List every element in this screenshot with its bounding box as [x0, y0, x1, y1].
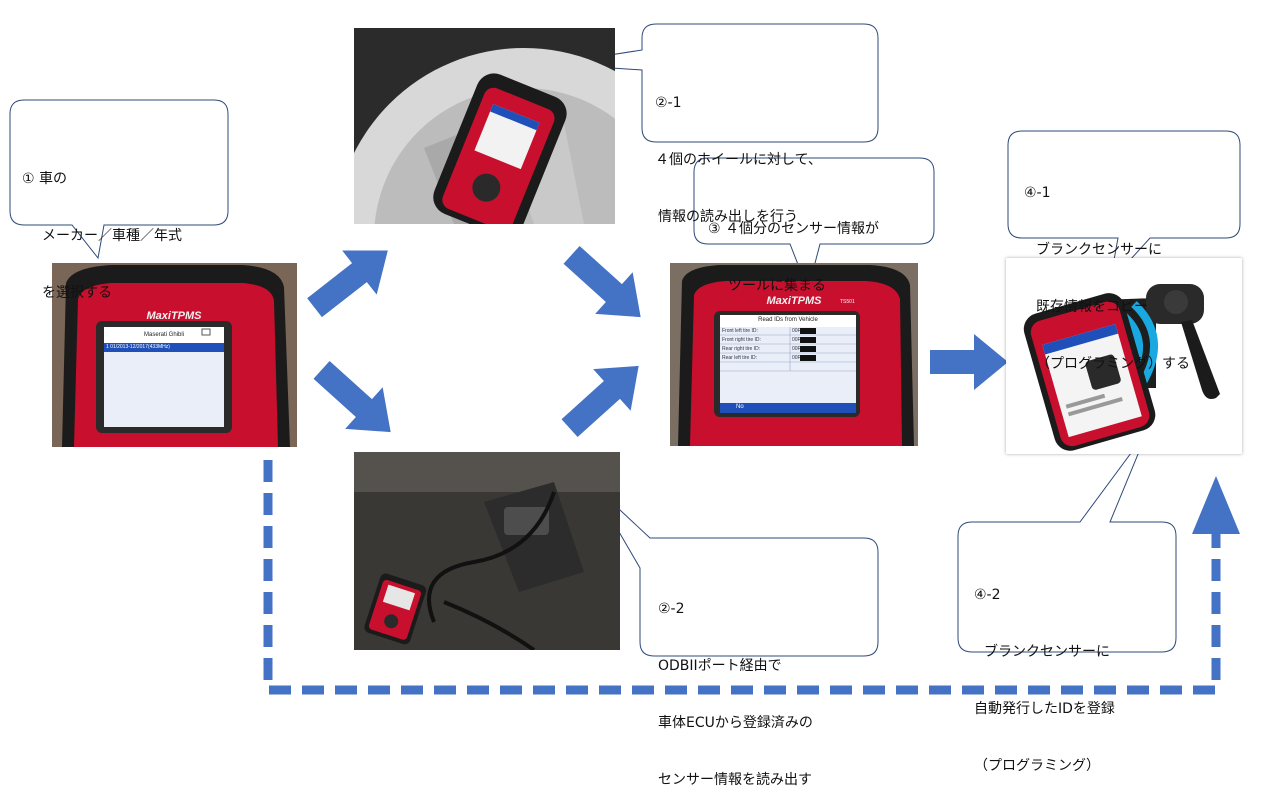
- arrow-icon: [930, 334, 1008, 390]
- step2-1-line: 情報の読み出しを行う: [658, 209, 798, 225]
- step4-1-number: ④-1: [1024, 185, 1051, 201]
- read-screen-row: Rear right tire ID:: [722, 346, 761, 352]
- step2-2-number: ②-2: [658, 601, 685, 617]
- step2-1-number: ②-1: [655, 95, 682, 111]
- step4-1-line: 既存情報をコピー: [1036, 299, 1148, 315]
- step3-number: ③: [708, 221, 721, 237]
- step3-line: ツールに集まる: [728, 278, 826, 294]
- photo-tool-at-wheel: [354, 28, 615, 224]
- photo-tool-sensor-ids: MaxiTPMS TS501 Read IDs from Vehicle Fro…: [670, 263, 918, 446]
- dashed-flow-line: [263, 460, 1221, 695]
- step2-2-line: ODBIIポート経由で: [658, 658, 782, 674]
- arrow-icon: [563, 245, 641, 318]
- step1-number: ①: [22, 171, 35, 187]
- arrow-icon: [561, 365, 639, 438]
- step4-2-line: 自動発行したIDを登録: [974, 701, 1115, 717]
- step1-label: ① 車の メーカー／車種／年式 を選択する: [22, 132, 182, 322]
- step1-line: 車の: [39, 171, 68, 187]
- photo-tool-vehicle-select: MaxiTPMS Maserati Ghibli 1 01/2013-12/20…: [52, 263, 297, 447]
- step4-1-line: （プログラミング）する: [1036, 356, 1190, 372]
- device-brand-label: MaxiTPMS: [766, 295, 822, 307]
- read-screen-value: 00F: [792, 346, 801, 352]
- read-screen-footer: No: [736, 404, 744, 410]
- step2-1-label: ②-1 ４個のホイールに対して、 情報の読み出しを行う: [655, 56, 822, 246]
- tpms-sensor-icon: [1146, 284, 1220, 399]
- step2-2-line: 車体ECUから登録済みの: [658, 715, 813, 731]
- read-screen-row: Rear left tire ID:: [722, 355, 758, 361]
- read-screen-row: Front left tire ID:: [722, 328, 758, 334]
- step1-line: を選択する: [42, 285, 112, 301]
- step4-2-line: （プログラミング）: [974, 758, 1100, 774]
- step3-line: ４個分のセンサー情報が: [725, 221, 880, 237]
- callout-step1: [9, 99, 229, 260]
- arrow-icon: [307, 250, 388, 318]
- read-screen-row: Front right tire ID:: [722, 337, 761, 343]
- photo-sensor-programming: [1006, 258, 1242, 454]
- step4-2-line: ブランクセンサーに: [984, 644, 1110, 660]
- read-screen-value: 00F: [792, 337, 801, 343]
- vehicle-screen-header: Maserati Ghibli: [143, 332, 184, 338]
- step2-2-line: センサー情報を読み出す: [658, 772, 812, 788]
- step4-2-label: ④-2 ブランクセンサーに 自動発行したIDを登録 （プログラミング）: [974, 548, 1115, 795]
- read-screen-title: Read IDs from Vehicle: [758, 317, 818, 323]
- step2-2-label: ②-2 ODBIIポート経由で 車体ECUから登録済みの センサー情報を読み出す: [658, 562, 813, 809]
- step2-1-line: ４個のホイールに対して、: [655, 152, 822, 168]
- callout-step2-2: [589, 481, 879, 657]
- vehicle-screen-selected-row: 1 01/2013-12/2017(433MHz): [106, 344, 170, 350]
- read-screen-value: 00F: [792, 355, 801, 361]
- step4-1-line: ブランクセンサーに: [1036, 242, 1162, 258]
- flow-connectors: [9, 23, 1241, 695]
- photo-obd-connection: [354, 452, 620, 650]
- step4-2-number: ④-2: [974, 587, 1001, 603]
- step1-line: メーカー／車種／年式: [42, 228, 182, 244]
- read-screen-value: 00F: [792, 328, 801, 334]
- device-model-label: TS501: [840, 299, 855, 305]
- arrow-icon: [313, 360, 391, 433]
- callout-step2-1: [551, 23, 879, 143]
- step3-label: ③ ４個分のセンサー情報が ツールに集まる: [708, 182, 879, 315]
- device-brand-label: MaxiTPMS: [146, 310, 202, 322]
- step4-1-label: ④-1 ブランクセンサーに 既存情報をコピー （プログラミング）する: [1024, 146, 1190, 393]
- dashed-line-arrowhead-icon: [1192, 476, 1240, 534]
- callout-step4-2: [957, 429, 1177, 653]
